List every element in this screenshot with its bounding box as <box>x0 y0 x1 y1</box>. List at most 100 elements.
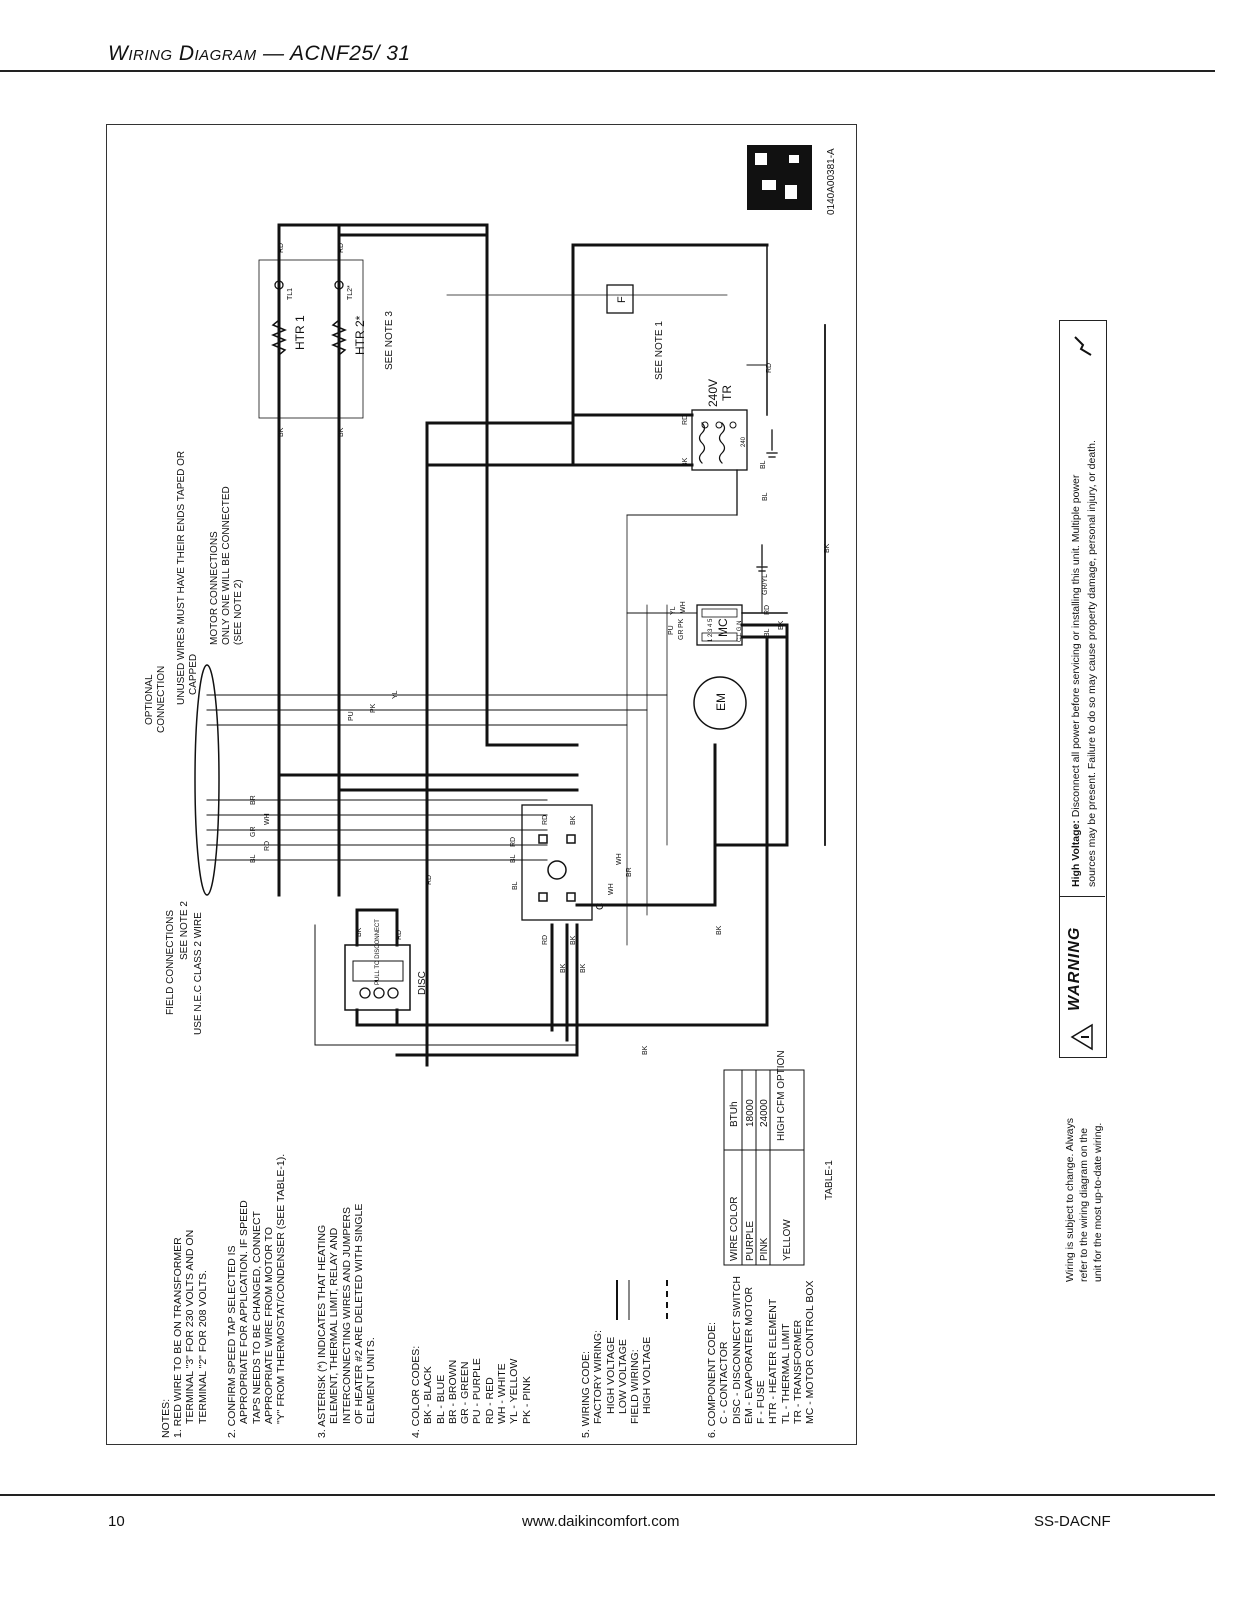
wire-tag-bk: BK <box>642 1045 649 1055</box>
field-connections-label-2: SEE NOTE 2 <box>179 901 190 960</box>
subject-to-change-line-1: Wiring is subject to change. Always <box>1064 1118 1076 1282</box>
wire-tag-bk: BK <box>778 620 785 630</box>
wire-tag-pu: PU <box>348 711 355 721</box>
note-4-line: BL - BLUE <box>434 1374 447 1424</box>
note-4-line: BK - BLACK <box>422 1366 435 1424</box>
note-3-line: ELEMENT, THERMAL LIMIT, RELAY AND <box>328 1227 341 1424</box>
note-4-line: BR - BROWN <box>446 1359 459 1424</box>
warning-divider <box>1060 896 1105 897</box>
unused-wires-label-1: UNUSED WIRES MUST HAVE THEIR ENDS TAPED … <box>176 451 187 705</box>
mc-terminals-low: 1 2 3 4 5 <box>708 618 714 642</box>
wire-tag-bk: BK <box>356 927 363 937</box>
tl1-label: TL1 <box>287 288 294 300</box>
warning-line-1: High Voltage: Disconnect all power befor… <box>1070 367 1082 887</box>
footer-url[interactable]: www.daikincomfort.com <box>522 1513 680 1530</box>
wire-tag-rd: RD <box>766 363 773 373</box>
htr2-element <box>331 318 347 357</box>
note-4-line: PU - PURPLE <box>471 1358 484 1424</box>
note-2-line: APPROPRIATE WIRE FROM MOTOR TO <box>262 1227 275 1424</box>
note-4-line: GR - GREEN <box>459 1361 472 1424</box>
footer-rule <box>0 1494 1215 1496</box>
wire-tag-bl: BL <box>510 854 517 863</box>
field-connections-label-3: USE N.E.C CLASS 2 WIRE <box>193 912 204 1035</box>
contactor-box <box>521 804 593 921</box>
table1-header-btuh: BTUh <box>729 1101 740 1127</box>
note-2-line: "Y" FROM THERMOSTAT/CONDENSER (SEE TABLE… <box>275 1153 288 1424</box>
note-6-line: C - CONTACTOR <box>718 1341 731 1424</box>
warning-bold: High Voltage: <box>1070 820 1082 887</box>
note-3-line: 3. ASTERISK (*) INDICATES THAT HEATING <box>316 1224 328 1438</box>
note-5-line: HIGH VOLTAGE <box>604 1336 617 1414</box>
contactor-coil <box>547 860 567 880</box>
see-note-3-label: SEE NOTE 3 <box>384 311 395 370</box>
note-3-line: INTERCONNECTING WIRES AND JUMPERS <box>340 1206 353 1424</box>
note-5-line: HIGH VOLTAGE <box>641 1336 654 1414</box>
note-2-line: 2. CONFIRM SPEED TAP SELECTED IS <box>226 1245 238 1438</box>
disc-face-label: PULL TO DISCONNECT <box>375 919 381 985</box>
wire-tag-bk: BK <box>716 925 723 935</box>
wire-tag-pu: PU <box>668 625 675 635</box>
header-rule <box>0 70 1215 72</box>
disconnect-switch <box>344 944 411 1011</box>
wire-tag-bk: BK <box>570 935 577 945</box>
wire-tag-wh: WH <box>264 813 271 825</box>
optional-connection-label-2: CONNECTION <box>156 666 167 733</box>
note-4-line: RD - RED <box>483 1377 496 1424</box>
table1-cell: PURPLE <box>745 1221 756 1261</box>
motor-connections-label-3: (SEE NOTE 2) <box>233 579 244 645</box>
warning-text-1: Disconnect all power before servicing or… <box>1070 474 1082 818</box>
tl1-switch <box>274 280 284 290</box>
fuse <box>606 284 634 314</box>
wiring-diagram-frame: 0140A00381-A HTR 1 HTR 2* TL1 TL2* SEE N… <box>106 124 857 1445</box>
transformer-tap-label: 240 <box>741 436 747 447</box>
motor-connections-label-2: ONLY ONE WILL BE CONNECTED <box>221 486 232 645</box>
page-title: Wiring Diagram — ACNF25/ 31 <box>108 42 411 65</box>
wire-tag-gr: GR <box>678 630 685 641</box>
warning-text-2: sources may be present. Failure to do so… <box>1086 440 1098 887</box>
transformer-label: TR <box>720 385 734 401</box>
table1-cell: YELLOW <box>782 1219 793 1261</box>
warning-triangle-icon <box>1070 1023 1093 1051</box>
wire-tag-bk: BK <box>824 543 831 553</box>
wire-tag-gr: GR <box>250 827 257 838</box>
warning-box: WARNING High Voltage: Disconnect all pow… <box>1059 320 1107 1058</box>
wiring-diagram: 0140A00381-A HTR 1 HTR 2* TL1 TL2* SEE N… <box>144 145 837 1320</box>
note-1-line: TERMINAL "3" FOR 230 VOLTS AND ON <box>184 1229 197 1424</box>
wire-tag-bk: BK <box>278 427 285 437</box>
fuse-label: F <box>616 296 628 303</box>
tl2-switch <box>334 280 344 290</box>
wire-tag-bl: BL <box>762 492 769 501</box>
lightning-icon <box>1074 336 1092 356</box>
note-5-line: LOW VOLTAGE <box>616 1339 629 1414</box>
wire-tag-rd: RD <box>542 815 549 825</box>
note-5-line: FIELD WIRING: <box>629 1349 642 1424</box>
transformer <box>691 409 748 471</box>
wire-tag-br: BR <box>626 867 633 877</box>
note-5-line: FACTORY WIRING: <box>592 1330 605 1424</box>
note-6-line: F - FUSE <box>755 1380 768 1424</box>
table1-cell: PINK <box>759 1237 770 1261</box>
tl2-label: TL2* <box>347 285 354 300</box>
note-6-line: DISC - DISCONNECT SWITCH <box>730 1276 743 1424</box>
mc-terminals-high: C L G N <box>737 621 743 642</box>
page-number: 10 <box>108 1513 125 1530</box>
note-4-line: WH - WHITE <box>496 1363 509 1424</box>
note-6-line: EM - EVAPORATER MOTOR <box>742 1286 755 1424</box>
wire-tag-bk: BK <box>682 457 689 467</box>
note-3-line: ELEMENT UNITS. <box>365 1337 378 1424</box>
table-1: WIRE COLOR BTUh PURPLE 18000 PINK 24000 … <box>723 1050 835 1266</box>
diagram-code: 0140A00381-A <box>826 148 837 215</box>
note-2-line: TAPS NEEDS TO BE CHANGED, CONNECT <box>250 1211 263 1424</box>
em-label: EM <box>714 693 728 711</box>
note-6-line: HTR - HEATER ELEMENT <box>767 1298 780 1424</box>
wire-tag-rd: RD <box>396 930 403 940</box>
note-6-line: MC - MOTOR CONTROL BOX <box>804 1280 817 1424</box>
note-4-line: PK - PINK <box>520 1376 533 1424</box>
subject-to-change-line-2: refer to the wiring diagram on the <box>1078 1127 1090 1282</box>
note-4-line: YL - YELLOW <box>508 1358 521 1424</box>
table1-caption: TABLE-1 <box>824 1160 835 1200</box>
mc-label: MC <box>716 618 730 637</box>
optional-connection-label-1: OPTIONAL <box>144 674 155 725</box>
wire-tag-wh: WH <box>680 601 687 613</box>
unused-wires-label-2: CAPPED <box>188 654 199 695</box>
